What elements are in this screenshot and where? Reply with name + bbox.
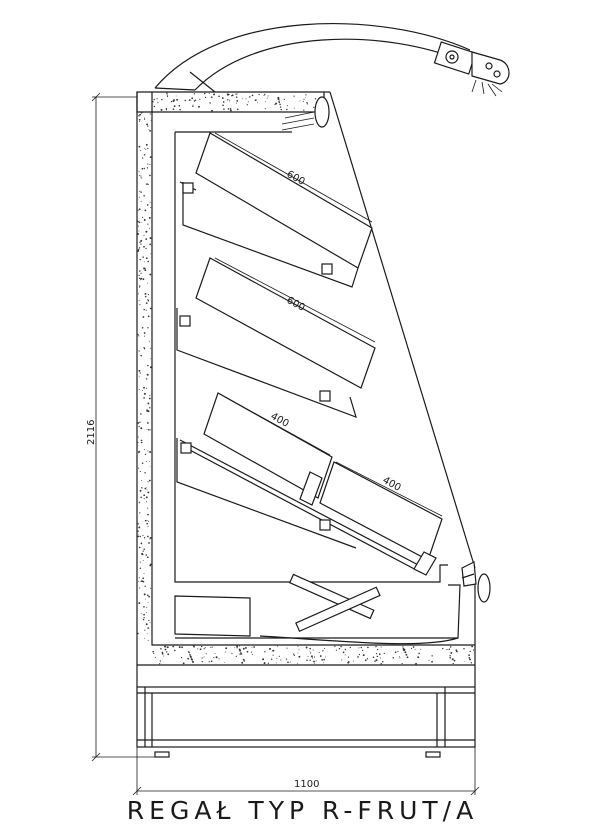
- cabinet-insulated-body: [136, 91, 476, 666]
- canopy-lamp-arm: [154, 22, 510, 97]
- cabinet-stand: [136, 665, 476, 758]
- width-dimension-label: 1100: [294, 779, 319, 790]
- shelf-3: 400 400: [176, 392, 443, 576]
- drawing-title: REGAŁ TYP R-FRUT/A: [126, 796, 479, 825]
- height-dimension: 2116: [86, 92, 155, 762]
- interior-light: [281, 96, 330, 131]
- front-rail-knob: [461, 561, 491, 603]
- front-glass-line: [329, 91, 476, 569]
- base-front-curve: [259, 635, 459, 645]
- shelf-2: 600: [176, 257, 376, 418]
- canopy-lamp-icon: [433, 41, 510, 97]
- width-dimension: 1100: [132, 747, 480, 796]
- shelf-1: 600: [179, 132, 373, 288]
- height-dimension-label: 2116: [86, 420, 97, 445]
- insulation-texture: [137, 92, 475, 665]
- evaporator-unit: [174, 573, 381, 637]
